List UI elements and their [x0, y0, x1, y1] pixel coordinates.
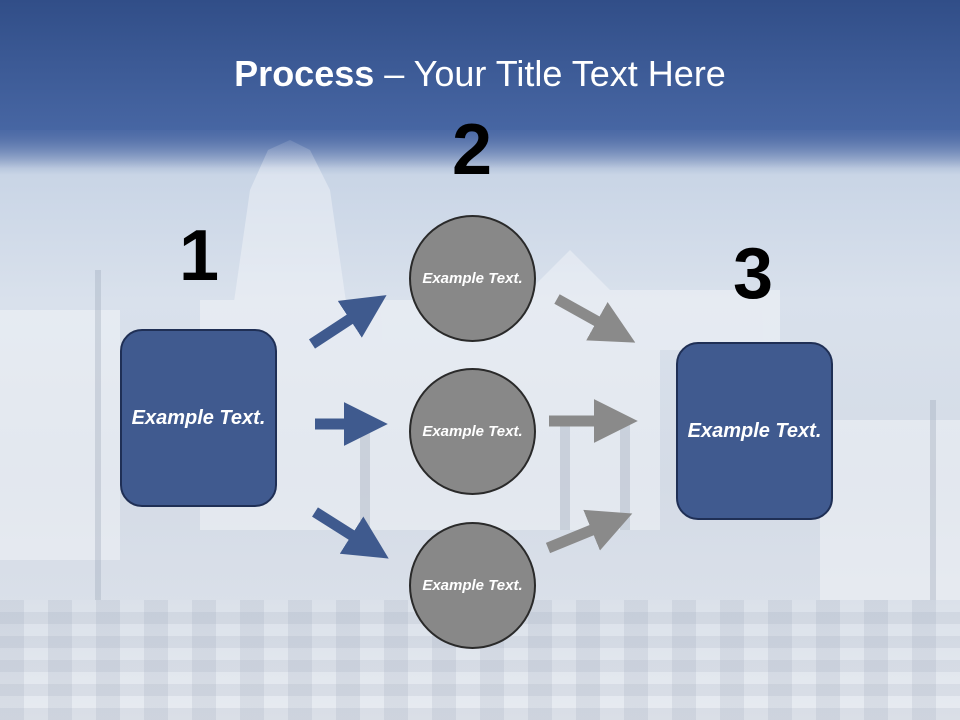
title-band-fade	[0, 128, 960, 168]
process-circle-middle: Example Text.	[409, 368, 536, 495]
title-band	[0, 0, 960, 130]
process-circle-top: Example Text.	[409, 215, 536, 342]
box-right-text: Example Text.	[687, 419, 822, 442]
box-left-text: Example Text.	[131, 406, 266, 429]
step-number-2: 2	[451, 110, 493, 190]
circle-middle-text: Example Text.	[422, 423, 523, 440]
title-rest: – Your Title Text Here	[374, 53, 726, 94]
process-box-left: Example Text.	[120, 329, 277, 507]
process-circle-bottom: Example Text.	[409, 522, 536, 649]
circle-bottom-text: Example Text.	[422, 577, 523, 594]
slide-title: Process – Your Title Text Here	[0, 52, 960, 96]
process-box-right: Example Text.	[676, 342, 833, 520]
step-number-3: 3	[732, 234, 774, 314]
arrow-left-to-top	[308, 295, 387, 349]
title-bold: Process	[234, 53, 375, 94]
arrow-left-to-bottom	[312, 507, 389, 559]
arrow-top-to-right	[554, 294, 636, 343]
step-number-1: 1	[178, 216, 220, 296]
circle-top-text: Example Text.	[422, 270, 523, 287]
arrow-bottom-to-right	[545, 509, 633, 554]
